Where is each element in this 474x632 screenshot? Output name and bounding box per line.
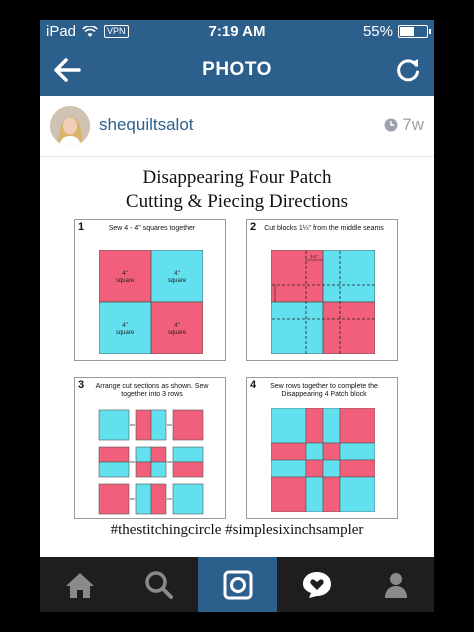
- measure-label: 1¼": [310, 254, 318, 259]
- tab-activity[interactable]: [277, 557, 356, 612]
- battery-icon: [398, 25, 431, 38]
- search-icon: [144, 570, 173, 599]
- home-icon: [65, 572, 94, 598]
- photo-title-line1: Disappearing Four Patch: [142, 167, 332, 188]
- square-label: 4": [174, 323, 179, 329]
- panel-2: 2 Cut blocks 1¼" from the middle seams 1…: [246, 219, 398, 361]
- post-header: shequiltsalot 7w: [40, 96, 434, 157]
- panel-number: 4: [250, 379, 257, 391]
- square-label: square: [116, 278, 135, 284]
- panel-number: 3: [78, 379, 85, 391]
- status-left: iPad VPN: [46, 23, 129, 40]
- status-bar: iPad VPN 7:19 AM 55%: [40, 20, 434, 44]
- tab-bar: [40, 557, 434, 612]
- tab-profile[interactable]: [356, 557, 434, 612]
- square-label: 4": [122, 323, 127, 329]
- square-label: square: [168, 330, 187, 336]
- panel-caption: Sew 4 - 4" squares together: [108, 225, 196, 232]
- panel-4: 4 Sew rows together to complete the Disa…: [246, 377, 398, 519]
- time-ago-text: 7w: [402, 115, 424, 134]
- square-label: 4": [174, 271, 179, 277]
- page-title: PHOTO: [202, 59, 272, 80]
- wifi-icon: [82, 25, 98, 37]
- status-right: 55%: [362, 23, 431, 40]
- battery-percent: 55%: [362, 23, 393, 40]
- vpn-badge: VPN: [104, 25, 129, 38]
- tab-search[interactable]: [119, 557, 198, 612]
- device-name: iPad: [46, 23, 77, 40]
- clock-icon: [384, 118, 398, 132]
- panel-caption: Arrange cut sections as shown. Sew toget…: [95, 383, 209, 398]
- finished-block-diagram: [271, 408, 375, 512]
- app-screen: iPad VPN 7:19 AM 55% PHOTO: [40, 20, 434, 612]
- username-link[interactable]: shequiltsalot: [99, 115, 194, 134]
- square-label: 4": [122, 271, 127, 277]
- square-label: square: [168, 278, 187, 284]
- photo-hashtags: #thestitchingcircle #simplesixinchsample…: [110, 522, 364, 538]
- photo-title-line2: Cutting & Piecing Directions: [125, 191, 349, 212]
- avatar-image: [50, 106, 90, 146]
- status-time: 7:19 AM: [208, 23, 266, 40]
- panel-caption: Sew rows together to complete the Disapp…: [270, 383, 378, 398]
- post-timestamp: 7w: [384, 115, 424, 135]
- activity-icon: [302, 571, 331, 598]
- refresh-icon[interactable]: [394, 56, 422, 84]
- tab-camera[interactable]: [198, 557, 277, 612]
- post-photo[interactable]: Disappearing Four Patch Cutting & Piecin…: [40, 157, 434, 557]
- panel-1: 1 Sew 4 - 4" squares together 4" square …: [74, 219, 226, 361]
- square-label: square: [116, 330, 135, 336]
- nav-bar: PHOTO: [40, 44, 434, 96]
- panel-caption: Cut blocks 1¼" from the middle seams: [264, 225, 384, 232]
- avatar[interactable]: [50, 106, 90, 146]
- profile-icon: [384, 572, 407, 598]
- cut-lines-diagram: 1¼": [271, 250, 375, 354]
- panel-number: 2: [250, 221, 257, 233]
- battery-fill: [400, 27, 415, 36]
- panel-3: 3 Arrange cut sections as shown. Sew tog…: [74, 377, 226, 519]
- camera-icon: [223, 570, 252, 599]
- tab-home[interactable]: [40, 557, 119, 612]
- arranged-sections-diagram: [98, 409, 204, 515]
- panel-number: 1: [78, 221, 85, 233]
- four-patch-diagram: 4" square 4" square 4" square 4" square: [99, 250, 203, 354]
- back-arrow-icon[interactable]: [52, 56, 82, 84]
- battery-nub: [429, 29, 431, 34]
